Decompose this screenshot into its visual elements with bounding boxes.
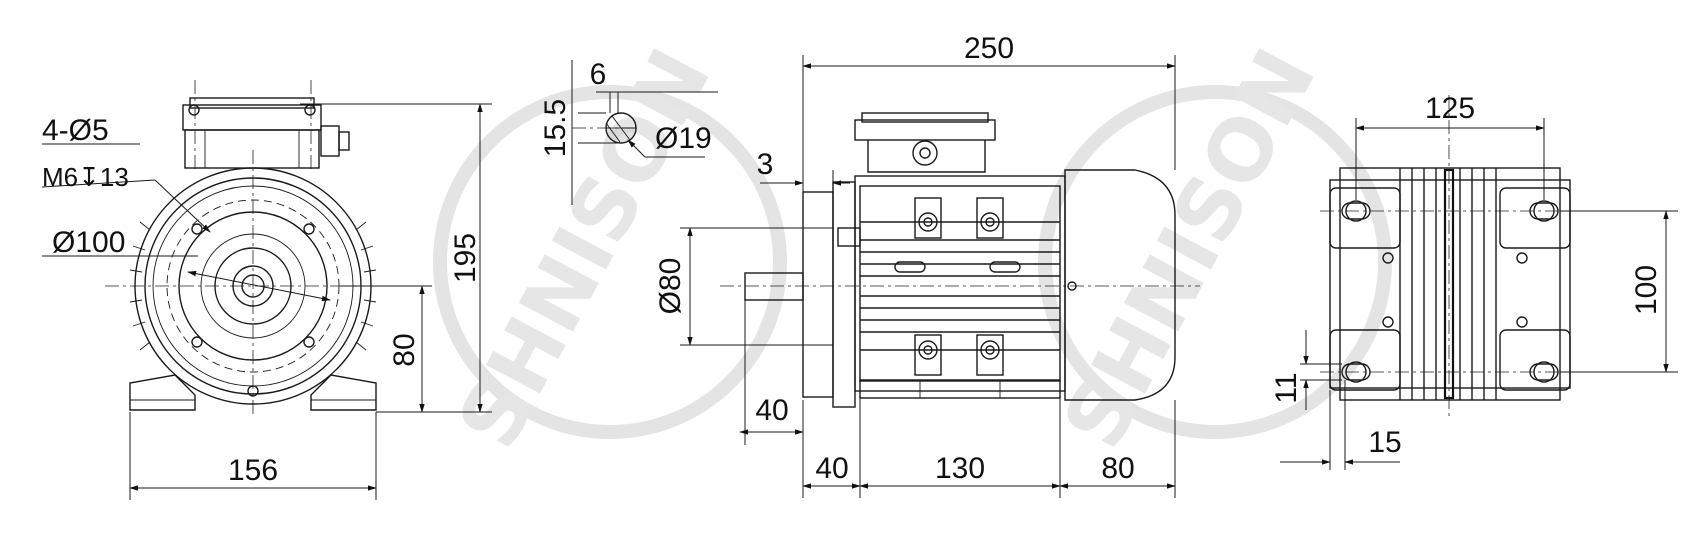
top-width-label: 125 xyxy=(1425,92,1475,125)
side-view: 250 3 Ø80 40 40 130 80 xyxy=(654,32,1200,498)
flange-diameter-label: Ø100 xyxy=(52,226,125,259)
key-width-label: 6 xyxy=(590,58,607,91)
edge-offset-label: 15 xyxy=(1368,426,1401,459)
holes-label: 4-Ø5 xyxy=(42,114,109,147)
top-view: 125 100 11 15 xyxy=(1270,92,1678,470)
dim-c-label: 80 xyxy=(1101,452,1134,485)
slot-width-label: 11 xyxy=(1270,372,1303,403)
shaft-length-label: 40 xyxy=(755,394,788,427)
key-height-label: 15.5 xyxy=(539,99,572,157)
shaft-detail: 6 15.5 Ø19 xyxy=(539,58,718,205)
front-view: 4-Ø5 M6↧13 Ø100 195 80 156 xyxy=(41,80,492,500)
spigot-diameter-label: Ø80 xyxy=(654,258,687,315)
shaft-height-label: 80 xyxy=(388,333,421,366)
hole-spacing-label: 100 xyxy=(1630,265,1663,315)
watermark-right: SHNISON xyxy=(1038,34,1392,463)
overall-length-label: 250 xyxy=(964,32,1014,65)
cooling-fins xyxy=(860,221,1060,351)
flange-offset-label: 3 xyxy=(757,148,774,181)
dim-a-label: 40 xyxy=(815,452,848,485)
height-total-label: 195 xyxy=(449,233,482,283)
dim-b-label: 130 xyxy=(935,452,985,485)
thread-label: M6↧13 xyxy=(42,162,129,192)
shaft-diameter-label: Ø19 xyxy=(655,122,712,155)
foot-width-label: 156 xyxy=(228,454,278,487)
